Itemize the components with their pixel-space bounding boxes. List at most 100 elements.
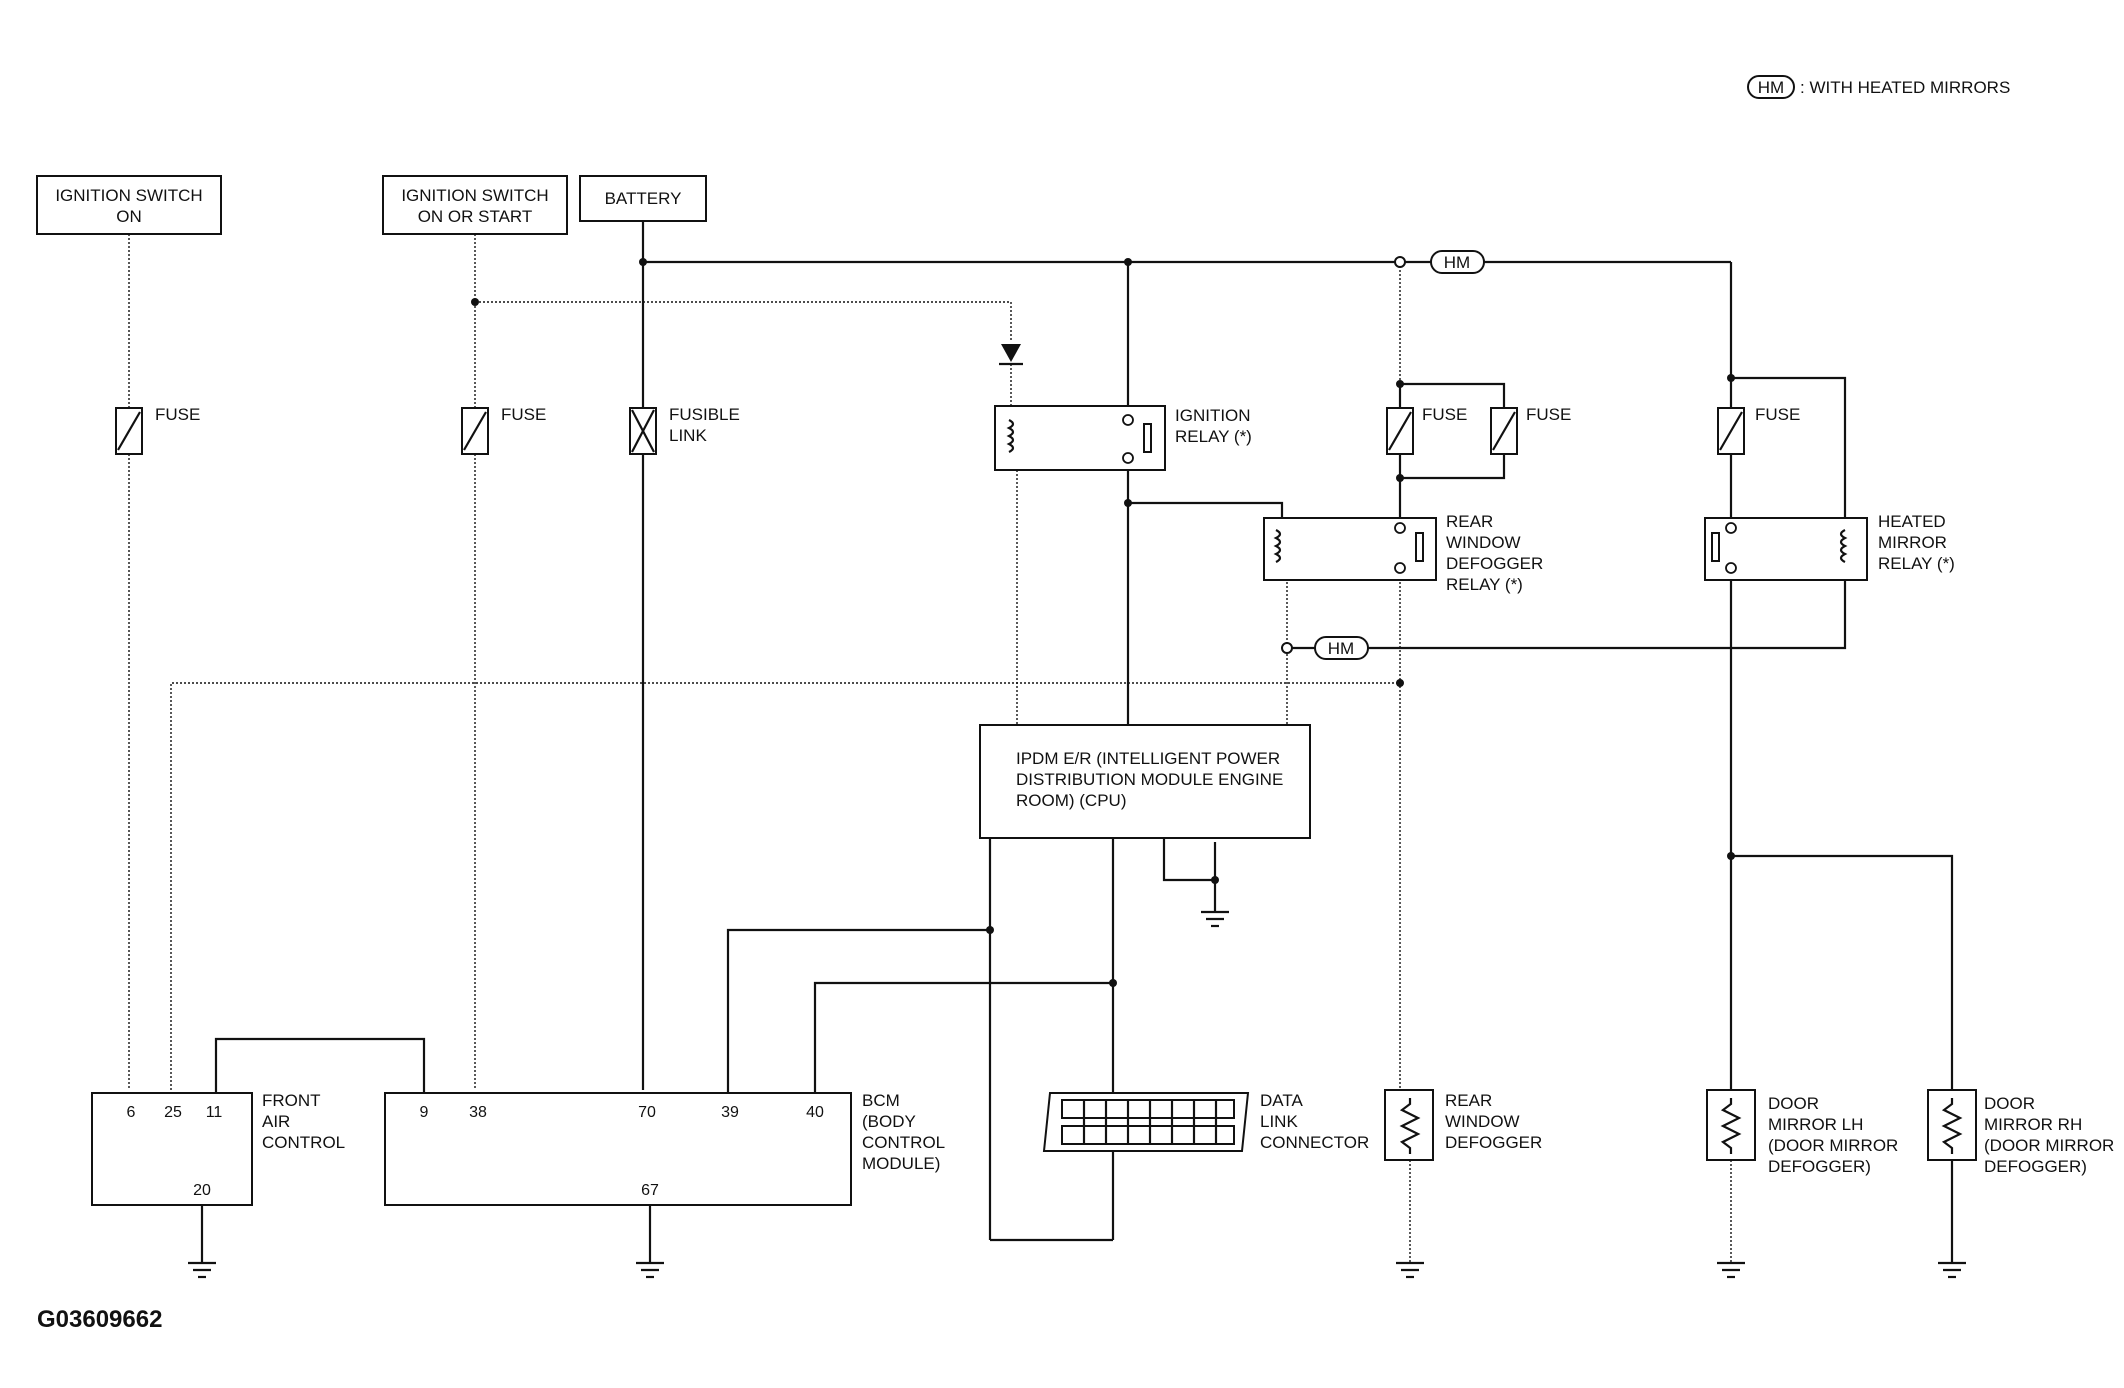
rear-window-defogger-heater bbox=[1384, 1089, 1434, 1161]
fuse-label-1: FUSE bbox=[155, 405, 200, 424]
mirror-rh-line3: (DOOR MIRROR bbox=[1984, 1136, 2114, 1155]
resistor-icon bbox=[1941, 1098, 1963, 1154]
door-mirror-lh-heater bbox=[1706, 1089, 1756, 1161]
dlc-label-line1: DATA bbox=[1260, 1091, 1303, 1110]
front-air-control-module: 6 25 11 20 bbox=[91, 1092, 253, 1206]
resistor-icon bbox=[1399, 1098, 1421, 1154]
legend-badge-text: HM bbox=[1758, 78, 1784, 97]
bcm-pin-9: 9 bbox=[420, 1104, 429, 1121]
mirror-lh-line4: DEFOGGER) bbox=[1768, 1157, 1871, 1176]
ground-icon bbox=[1717, 1261, 1745, 1279]
wires bbox=[128, 221, 1954, 1263]
ground-icon bbox=[1396, 1261, 1424, 1279]
hm-badge-relay: HM bbox=[1314, 636, 1369, 660]
fuse-icon bbox=[1386, 407, 1414, 455]
fuse-icon bbox=[1490, 407, 1518, 455]
legend: HM : WITH HEATED MIRRORS bbox=[1747, 75, 2010, 99]
svg-text:HM: HM bbox=[1444, 253, 1470, 272]
bcm-pin-67: 67 bbox=[641, 1182, 659, 1199]
fuse-icon bbox=[461, 407, 489, 455]
defogger-relay-line1: REAR bbox=[1446, 512, 1493, 531]
relay-coil-icon bbox=[1839, 529, 1848, 563]
fusible-link-line2: LINK bbox=[669, 426, 707, 445]
bcm-pin-38: 38 bbox=[469, 1104, 487, 1121]
ignition-relay bbox=[994, 405, 1166, 471]
mirror-rh-line4: DEFOGGER) bbox=[1984, 1157, 2087, 1176]
rear-defogger-line1: REAR bbox=[1445, 1091, 1492, 1110]
defogger-relay-line3: DEFOGGER bbox=[1446, 554, 1543, 573]
bcm-label-line1: BCM bbox=[862, 1091, 900, 1110]
ipdm-line3: ROOM) (CPU) bbox=[1016, 791, 1126, 810]
diode-icon bbox=[999, 344, 1023, 406]
fusible-link-line1: FUSIBLE bbox=[669, 405, 740, 424]
relay-coil-icon bbox=[1006, 419, 1015, 453]
ipdm-line1: IPDM E/R (INTELLIGENT POWER bbox=[1016, 749, 1280, 768]
ignition-relay-line2: RELAY (*) bbox=[1175, 427, 1252, 446]
hm-badge-bus: HM bbox=[1430, 250, 1485, 274]
legend-hm-badge bbox=[1747, 75, 1795, 99]
ignition-switch-on-box: IGNITION SWITCH ON bbox=[36, 175, 222, 235]
fuse-label-4: FUSE bbox=[1526, 405, 1571, 424]
defogger-relay-line4: RELAY (*) bbox=[1446, 575, 1523, 594]
ground-icon bbox=[636, 1261, 664, 1279]
rear-defogger-line2: WINDOW bbox=[1445, 1112, 1520, 1131]
ignition-switch-on-line2: ON bbox=[116, 207, 142, 226]
bcm-pin-70: 70 bbox=[638, 1104, 656, 1121]
rear-window-defogger-relay bbox=[1263, 517, 1437, 581]
rear-defogger-line3: DEFOGGER bbox=[1445, 1133, 1542, 1152]
fac-pin-20: 20 bbox=[193, 1182, 211, 1199]
fac-label-line1: FRONT bbox=[262, 1091, 321, 1110]
defogger-relay-line2: WINDOW bbox=[1446, 533, 1521, 552]
bcm-pin-40: 40 bbox=[806, 1104, 824, 1121]
dlc-label-line2: LINK bbox=[1260, 1112, 1298, 1131]
ignition-switch-on-line1: IGNITION SWITCH bbox=[55, 186, 202, 205]
ignition-switch-on-start-box: IGNITION SWITCH ON OR START bbox=[382, 175, 568, 235]
mirror-relay-line3: RELAY (*) bbox=[1878, 554, 1955, 573]
bcm-pin-39: 39 bbox=[721, 1104, 739, 1121]
fuse-icon bbox=[1717, 407, 1745, 455]
fac-label-line3: CONTROL bbox=[262, 1133, 345, 1152]
svg-text:HM: HM bbox=[1328, 639, 1354, 658]
figure-code: G03609662 bbox=[37, 1306, 162, 1333]
fusible-link-icon bbox=[629, 407, 657, 455]
mirror-lh-line2: MIRROR LH bbox=[1768, 1115, 1863, 1134]
mirror-rh-line2: MIRROR RH bbox=[1984, 1115, 2082, 1134]
fuse-label-5: FUSE bbox=[1755, 405, 1800, 424]
bcm-label-line2: (BODY bbox=[862, 1112, 916, 1131]
ipdm-module: IPDM E/R (INTELLIGENT POWER DISTRIBUTION… bbox=[979, 724, 1311, 839]
mirror-lh-line3: (DOOR MIRROR bbox=[1768, 1136, 1898, 1155]
fac-pin-11: 11 bbox=[206, 1104, 223, 1121]
ignition-switch-start-line2: ON OR START bbox=[418, 207, 533, 226]
ignition-relay-line1: IGNITION bbox=[1175, 406, 1251, 425]
mirror-relay-line1: HEATED bbox=[1878, 512, 1946, 531]
ground-icon bbox=[188, 1261, 216, 1279]
resistor-icon bbox=[1720, 1098, 1742, 1154]
battery-box: BATTERY bbox=[579, 175, 707, 222]
ignition-switch-start-line1: IGNITION SWITCH bbox=[401, 186, 548, 205]
fuse-icon bbox=[115, 407, 143, 455]
battery-label: BATTERY bbox=[605, 189, 682, 208]
data-link-connector-icon bbox=[1042, 1092, 1250, 1152]
fac-pin-6: 6 bbox=[127, 1104, 136, 1121]
legend-text: : WITH HEATED MIRRORS bbox=[1800, 78, 2010, 97]
mirror-relay-line2: MIRROR bbox=[1878, 533, 1947, 552]
ground-icon bbox=[1201, 910, 1229, 928]
bcm-module: 9 38 70 39 40 67 bbox=[384, 1092, 852, 1206]
heated-mirror-relay bbox=[1704, 517, 1868, 581]
junctions bbox=[471, 256, 1735, 987]
mirror-lh-line1: DOOR bbox=[1768, 1094, 1819, 1113]
fac-pin-25: 25 bbox=[164, 1104, 182, 1121]
bcm-label-line4: MODULE) bbox=[862, 1154, 940, 1173]
ipdm-line2: DISTRIBUTION MODULE ENGINE bbox=[1016, 770, 1283, 789]
door-mirror-rh-heater bbox=[1927, 1089, 1977, 1161]
bcm-label-line3: CONTROL bbox=[862, 1133, 945, 1152]
fac-label-line2: AIR bbox=[262, 1112, 290, 1131]
mirror-rh-line1: DOOR bbox=[1984, 1094, 2035, 1113]
relay-coil-icon bbox=[1273, 529, 1282, 563]
fuse-label-3: FUSE bbox=[1422, 405, 1467, 424]
dlc-label-line3: CONNECTOR bbox=[1260, 1133, 1369, 1152]
ground-icon bbox=[1938, 1261, 1966, 1279]
fuse-label-2: FUSE bbox=[501, 405, 546, 424]
